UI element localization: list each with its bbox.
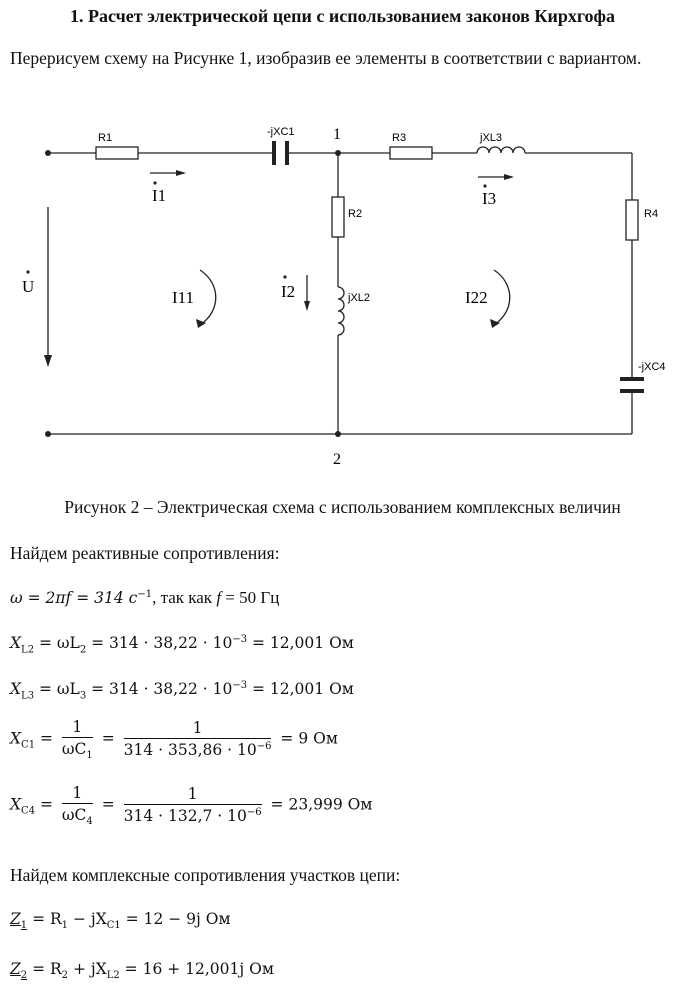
xc4-x: X bbox=[10, 795, 22, 814]
label-jxl3: jXL3 bbox=[479, 132, 502, 144]
label-jxl2: jXL2 bbox=[347, 292, 370, 304]
xc1-densub: 1 bbox=[86, 750, 93, 762]
label-current-i3: I3 bbox=[482, 189, 496, 208]
z1-res: = 12 − 9j Ом bbox=[120, 910, 231, 928]
intro-paragraph: Перерисуем схему на Рисунке 1, изобразив… bbox=[10, 48, 642, 68]
xc4-densub: 4 bbox=[86, 816, 93, 828]
label-r1: R1 bbox=[98, 132, 112, 144]
omega-fval: = 50 Гц bbox=[221, 588, 280, 607]
label-loop-i11: I11 bbox=[172, 288, 194, 307]
z2-formula: Z2 = R2 + jXL2 = 16 + 12,001j Ом bbox=[10, 960, 274, 981]
z2-res: = 16 + 12,001j Ом bbox=[119, 960, 274, 978]
xc1-num1: 1 bbox=[61, 718, 93, 738]
omega-exp: −1 bbox=[137, 588, 153, 600]
xl3-formula: XL3 = ωL3 = 314 · 38,22 · 10−3 = 12,001 … bbox=[10, 680, 354, 701]
xc4-exp: −6 bbox=[246, 807, 262, 819]
z2-mid: + jX bbox=[68, 960, 107, 978]
z1-z: Z bbox=[10, 910, 21, 928]
omega-f: f bbox=[216, 588, 222, 607]
omega-lhs: ω = 2πf = 314 с bbox=[10, 589, 138, 607]
xl2-x: X bbox=[10, 634, 22, 653]
z2-rsub: 2 bbox=[61, 970, 69, 982]
z2-sub: 2 bbox=[20, 970, 28, 982]
xl3-sub: L3 bbox=[21, 690, 35, 702]
xc1-den1: ωC bbox=[61, 740, 87, 758]
xl3-rest: = 314 · 38,22 · 10 bbox=[86, 680, 233, 699]
xc4-den1: ωC bbox=[61, 806, 87, 824]
xc1-den2: 314 · 353,86 · 10 bbox=[123, 741, 257, 760]
xl2-sub2: 2 bbox=[79, 644, 87, 656]
label-r4: R4 bbox=[644, 208, 658, 220]
z2-z: Z bbox=[10, 960, 21, 978]
label-r2: R2 bbox=[348, 208, 362, 220]
xc4-num2: 1 bbox=[123, 785, 262, 806]
z2-eq: = R bbox=[27, 960, 62, 978]
xl2-eq: = ωL bbox=[34, 634, 80, 653]
xc1-x: X bbox=[10, 729, 22, 748]
xl2-res: = 12,001 Ом bbox=[247, 634, 354, 653]
label-node-2: 2 bbox=[333, 451, 341, 468]
omega-rest: , так как bbox=[152, 588, 217, 607]
circuit-diagram: R1 -jXC1 1 R3 jXL3 R2 R4 jXL2 -jXC4 2 I1… bbox=[22, 126, 666, 468]
z1-mid: − jX bbox=[68, 910, 107, 928]
label-node-1: 1 bbox=[333, 126, 341, 143]
z1-sub: 1 bbox=[20, 920, 28, 932]
xl3-exp: −3 bbox=[232, 680, 248, 691]
xl3-res: = 12,001 Ом bbox=[247, 680, 354, 699]
z1-formula: Z1 = R1 − jXC1 = 12 − 9j Ом bbox=[10, 910, 231, 931]
label-jxc4: -jXC4 bbox=[638, 361, 666, 373]
xc4-res: = 23,999 Ом bbox=[265, 795, 373, 814]
label-voltage-u: U bbox=[22, 277, 34, 296]
xl3-x: X bbox=[10, 680, 22, 699]
omega-formula: ω = 2πf = 314 с−1, так как f = 50 Гц bbox=[10, 588, 279, 608]
xc1-res: = 9 Ом bbox=[275, 729, 338, 748]
xl3-eq: = ωL bbox=[34, 680, 80, 699]
z1-rsub: 1 bbox=[61, 920, 69, 932]
label-current-i1: I1 bbox=[152, 186, 166, 205]
xl2-sub: L2 bbox=[21, 644, 35, 656]
label-jxc1: -jXC1 bbox=[267, 126, 295, 138]
xl2-formula: XL2 = ωL2 = 314 · 38,22 · 10−3 = 12,001 … bbox=[10, 634, 354, 655]
section-heading: 1. Расчет электрической цепи с использов… bbox=[69, 6, 616, 26]
xc1-sub: C1 bbox=[21, 739, 36, 751]
xc1-exp: −6 bbox=[256, 741, 272, 753]
xc4-num1: 1 bbox=[61, 784, 93, 804]
xc4-sub: C4 bbox=[21, 805, 36, 817]
figure-caption: Рисунок 2 – Электрическая схема с исполь… bbox=[64, 497, 621, 517]
xc1-num2: 1 bbox=[123, 719, 272, 740]
complex-title: Найдем комплексные сопротивления участко… bbox=[10, 865, 401, 885]
label-r3: R3 bbox=[392, 132, 406, 144]
z2-xsub: L2 bbox=[106, 970, 120, 982]
xl3-sub2: 3 bbox=[79, 690, 87, 702]
xl2-exp: −3 bbox=[232, 634, 248, 645]
label-current-i2: I2 bbox=[281, 282, 295, 301]
z1-xsub: C1 bbox=[106, 920, 121, 932]
reactive-title: Найдем реактивные сопротивления: bbox=[10, 543, 280, 563]
xc4-den2: 314 · 132,7 · 10 bbox=[123, 807, 247, 826]
z1-eq: = R bbox=[27, 910, 62, 928]
label-loop-i22: I22 bbox=[465, 288, 488, 307]
xl2-rest: = 314 · 38,22 · 10 bbox=[86, 634, 233, 653]
